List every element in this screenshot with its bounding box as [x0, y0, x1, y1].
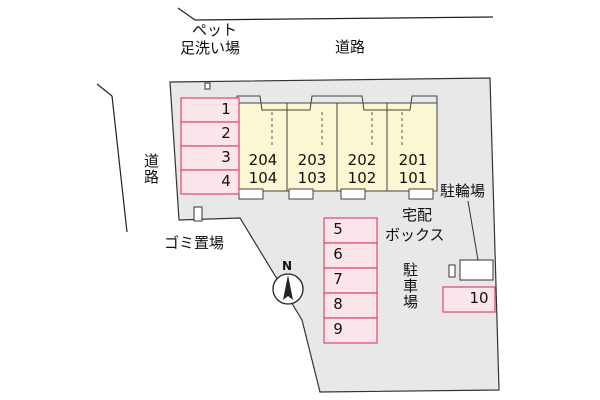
parking-middle	[323, 217, 378, 344]
unit-204: 204	[248, 151, 278, 169]
delivery-box-label-line1: 宅配	[402, 206, 433, 224]
delivery-box-label-line2: ボックス	[385, 226, 445, 244]
parking-space-4: 4	[221, 172, 231, 190]
bicycle-pointer	[467, 200, 479, 261]
garbage-marker	[193, 206, 203, 222]
parking-left	[180, 97, 240, 195]
unit-202: 202	[347, 151, 377, 169]
bicycle-parking	[459, 259, 494, 281]
parking-space-7: 7	[333, 270, 343, 288]
parking-space-3: 3	[221, 148, 231, 166]
pet-wash-marker	[204, 82, 211, 90]
pet-wash-label-line2: 足洗い場	[180, 39, 241, 57]
parking-space-10-label: 10	[469, 289, 489, 307]
parking-space-10	[442, 286, 496, 313]
compass-icon	[272, 273, 304, 305]
parking-space-5: 5	[333, 220, 343, 238]
garbage-label: ゴミ置場	[164, 234, 225, 252]
parking-space-6: 6	[333, 245, 343, 263]
unit-101: 101	[398, 169, 428, 187]
compass-n-label: N	[282, 259, 293, 273]
unit-104: 104	[248, 169, 278, 187]
parking-space-9: 9	[333, 320, 343, 338]
top-road-edge	[194, 16, 494, 21]
unit-201: 201	[398, 151, 428, 169]
left-road-edge	[96, 83, 113, 97]
left-road-edge	[111, 95, 128, 233]
top-road-edge	[177, 7, 196, 21]
bicycle-label: 駐輪場	[440, 182, 486, 200]
parking-space-2: 2	[221, 124, 231, 142]
unit-103: 103	[297, 169, 327, 187]
unit-203: 203	[297, 151, 327, 169]
road-top-label: 道路	[335, 38, 366, 56]
apartment-building	[236, 95, 438, 200]
parking-label: 駐車場	[401, 262, 419, 310]
parking-space-1: 1	[221, 100, 231, 118]
delivery-box-marker	[448, 264, 456, 278]
parking-space-8: 8	[333, 295, 343, 313]
pet-wash-label-line1: ペット	[192, 21, 238, 39]
unit-102: 102	[347, 169, 377, 187]
road-left-label: 道路	[142, 153, 160, 185]
